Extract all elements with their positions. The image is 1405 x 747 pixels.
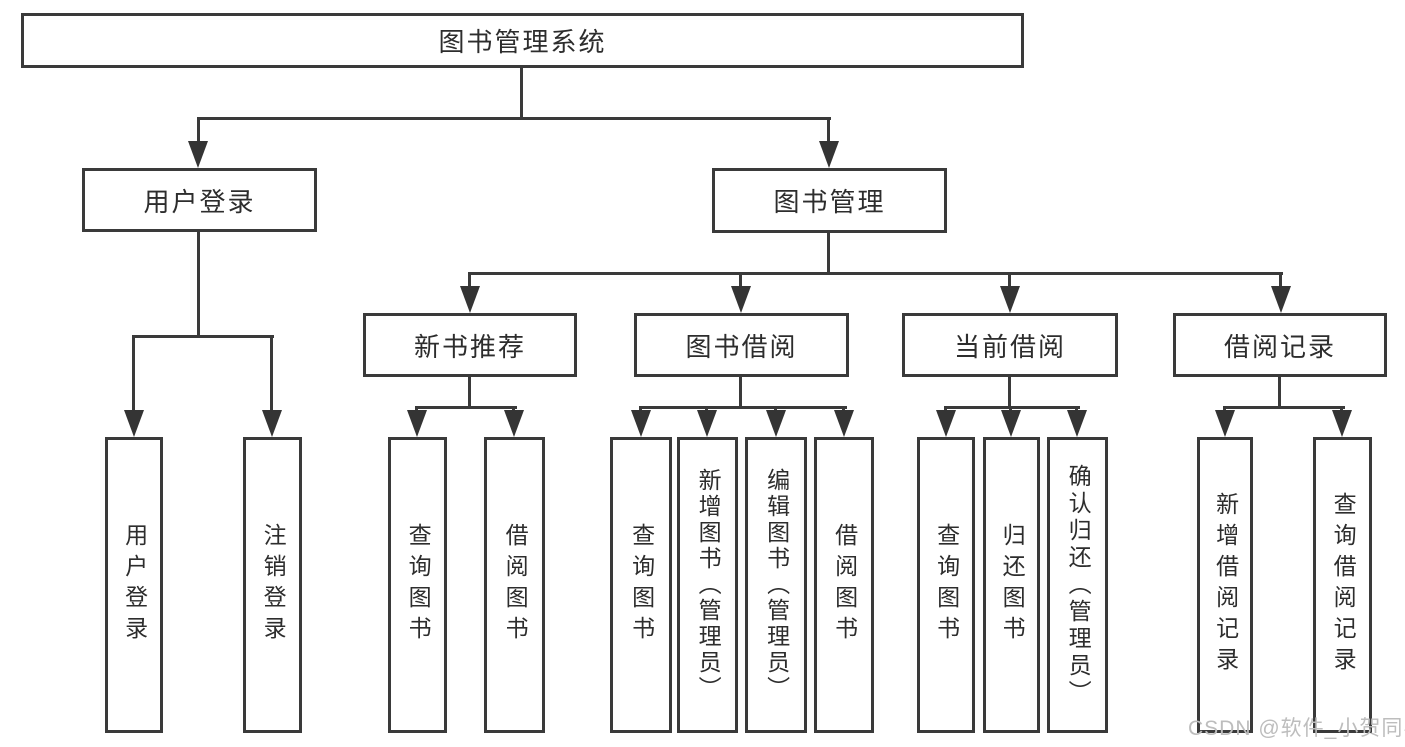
connector-line [1008, 272, 1011, 289]
node-user-login: 用户登录 [82, 168, 317, 232]
leaf-borrow-books-recommend: 借阅图书 [484, 437, 545, 733]
leaf-logout: 注销登录 [243, 437, 302, 733]
connector-line [1223, 406, 1345, 409]
connector-line [1278, 377, 1281, 409]
leaf-add-borrow-record: 新增借阅记录 [1197, 437, 1253, 733]
node-current-borrowing: 当前借阅 [902, 313, 1118, 377]
arrowhead-icon [188, 141, 208, 168]
node-book-management: 图书管理 [712, 168, 947, 233]
connector-line [944, 406, 1080, 409]
connector-line [739, 272, 742, 289]
watermark-text: CSDN @软件_小贺同学 [1188, 717, 1405, 740]
connector-line [132, 335, 135, 415]
connector-line [197, 117, 831, 120]
arrowhead-icon [731, 286, 751, 313]
arrowhead-icon [1000, 286, 1020, 313]
leaf-confirm-return-admin: 确认归还（管理员） [1047, 437, 1108, 733]
arrowhead-icon [124, 410, 144, 437]
connector-line [468, 272, 471, 289]
connector-line [739, 377, 742, 409]
arrowhead-icon [819, 141, 839, 168]
connector-line [520, 68, 523, 119]
leaf-borrow-books-borrowing: 借阅图书 [814, 437, 874, 733]
arrowhead-icon [1001, 410, 1021, 437]
leaf-edit-book-admin: 编辑图书（管理员） [745, 437, 807, 733]
arrowhead-icon [1332, 410, 1352, 437]
leaf-query-books-current: 查询图书 [917, 437, 975, 733]
node-borrowing-records: 借阅记录 [1173, 313, 1387, 377]
arrowhead-icon [631, 410, 651, 437]
arrowhead-icon [460, 286, 480, 313]
node-book-borrowing: 图书借阅 [634, 313, 849, 377]
arrowhead-icon [504, 410, 524, 437]
connector-line [270, 335, 273, 415]
connector-line [197, 232, 200, 338]
node-new-book-recommendation: 新书推荐 [363, 313, 577, 377]
leaf-query-borrow-record: 查询借阅记录 [1313, 437, 1372, 733]
connector-line [639, 406, 847, 409]
arrowhead-icon [936, 410, 956, 437]
arrowhead-icon [697, 410, 717, 437]
arrowhead-icon [834, 410, 854, 437]
node-library-system: 图书管理系统 [21, 13, 1024, 68]
connector-line [415, 406, 517, 409]
arrowhead-icon [766, 410, 786, 437]
connector-line [132, 335, 274, 338]
connector-line [1008, 377, 1011, 409]
leaf-return-book: 归还图书 [983, 437, 1040, 733]
connector-line [197, 117, 200, 145]
connector-line [827, 117, 830, 145]
connector-line [1279, 272, 1282, 289]
leaf-query-books-recommend: 查询图书 [388, 437, 447, 733]
arrowhead-icon [262, 410, 282, 437]
leaf-add-book-admin: 新增图书（管理员） [677, 437, 738, 733]
arrowhead-icon [407, 410, 427, 437]
leaf-query-books-borrowing: 查询图书 [610, 437, 672, 733]
connector-line [468, 377, 471, 409]
arrowhead-icon [1215, 410, 1235, 437]
leaf-user-login: 用户登录 [105, 437, 163, 733]
arrowhead-icon [1271, 286, 1291, 313]
connector-line [468, 272, 1283, 275]
arrowhead-icon [1067, 410, 1087, 437]
connector-line [827, 232, 830, 275]
